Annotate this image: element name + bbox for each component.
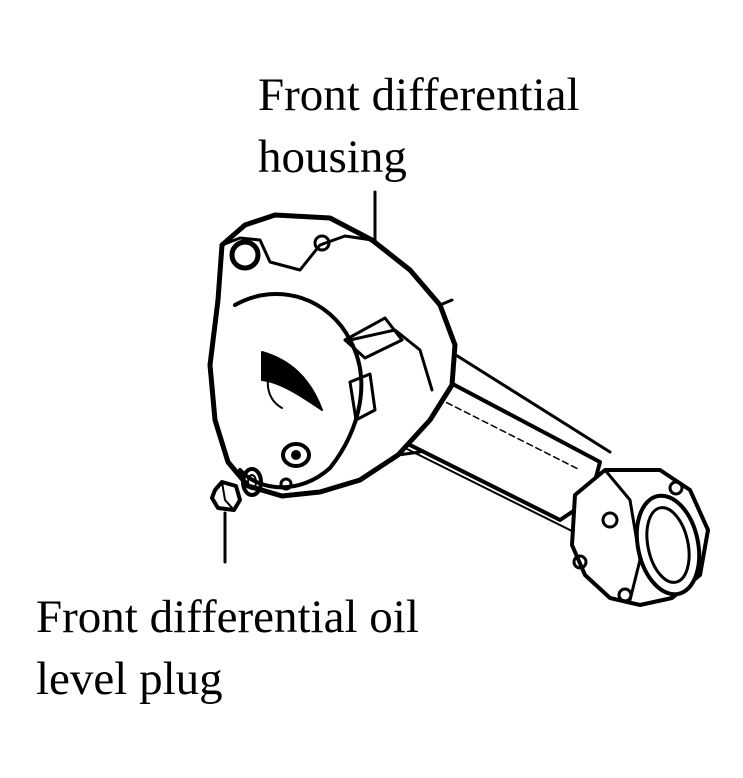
differential-housing (210, 215, 455, 496)
axle-end-flange (572, 470, 708, 605)
housing-label: Front differential housing (258, 64, 580, 188)
housing-label-line1: Front differential (258, 69, 580, 121)
plug-label-line2: level plug (36, 653, 223, 705)
plug-label: Front differential oil level plug (36, 586, 419, 710)
plug-label-line1: Front differential oil (36, 591, 419, 643)
housing-label-line2: housing (258, 131, 407, 183)
oil-level-plug (212, 469, 261, 510)
